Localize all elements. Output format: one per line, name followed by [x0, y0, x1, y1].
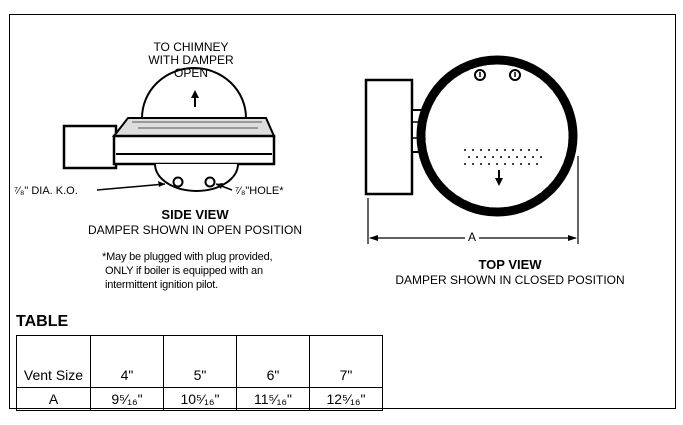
side-view-drawing — [62, 67, 276, 192]
plug-note-line1: *May be plugged with plug provided, — [102, 251, 273, 263]
damper-body-top — [111, 117, 276, 137]
top-view-subtitle: DAMPER SHOWN IN CLOSED POSITION — [395, 273, 625, 287]
chimney-label-line1: TO CHIMNEY — [153, 40, 229, 54]
header-cell-6: 6" — [236, 335, 310, 388]
motor-housing — [62, 124, 118, 170]
table-row: A 9⁵⁄₁₆" 10⁵⁄₁₆" 11⁵⁄₁₆" 12⁵⁄₁₆" — [16, 387, 383, 411]
table-cell: 12⁵⁄₁₆" — [309, 387, 383, 411]
chimney-label-line2: WITH DAMPER — [148, 53, 234, 67]
chimney-label: TO CHIMNEY WITH DAMPER OPEN — [126, 41, 256, 80]
table-cell: 10⁵⁄₁₆" — [163, 387, 237, 411]
plug-note: *May be plugged with plug provided, ONLY… — [102, 250, 273, 292]
header-cell-5: 5" — [163, 335, 237, 388]
table-header-row: Vent Size 4" 5" 6" 7" — [16, 335, 383, 388]
header-cell-vent-size: Vent Size — [16, 335, 91, 388]
header-cell-4: 4" — [90, 335, 164, 388]
side-view-title: SIDE VIEW — [161, 207, 229, 222]
plug-hole-icon — [204, 176, 216, 188]
plug-note-line2: ONLY if boiler is equipped with an — [105, 265, 263, 277]
motor-housing-top — [364, 78, 414, 196]
hole-label: ⁷⁄₈"HOLE* — [235, 185, 284, 197]
side-view-subtitle: DAMPER SHOWN IN OPEN POSITION — [87, 223, 303, 237]
vent-size-table: Vent Size 4" 5" 6" 7" A 9⁵⁄₁₆" 10⁵⁄₁₆" 1… — [16, 335, 383, 411]
row-label-a: A — [16, 387, 91, 411]
damper-plate-dots — [464, 149, 542, 165]
dimension-a-label: A — [465, 231, 480, 243]
plug-note-line3: intermittent ignition pilot. — [105, 279, 219, 291]
ko-hole-icon — [172, 176, 184, 188]
header-cell-7: 7" — [309, 335, 383, 388]
ko-label: ⁷⁄₈" DIA. K.O. — [14, 185, 78, 197]
table-cell: 9⁵⁄₁₆" — [90, 387, 164, 411]
table-cell: 11⁵⁄₁₆" — [236, 387, 310, 411]
chimney-label-line3: OPEN — [173, 66, 208, 80]
damper-disc-outline — [141, 67, 247, 119]
flue-ring — [416, 55, 578, 217]
table-title: TABLE — [16, 313, 69, 330]
top-view-title: TOP VIEW — [478, 257, 542, 272]
top-view-drawing — [364, 55, 579, 244]
damper-body — [112, 134, 276, 166]
